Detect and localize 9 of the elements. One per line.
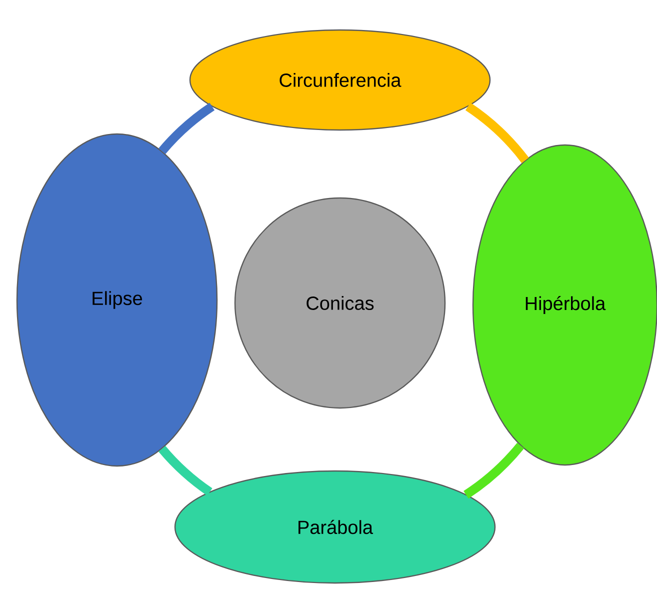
ring-segment bbox=[465, 102, 529, 164]
ring-segment bbox=[464, 442, 524, 499]
ring-segment bbox=[158, 102, 215, 154]
ellipse-node: Parábola bbox=[174, 470, 496, 584]
circle-node: Conicas bbox=[234, 197, 446, 409]
ring-segment bbox=[158, 446, 212, 496]
ellipse-node: Hipérbola bbox=[472, 144, 657, 466]
ellipse-node: Circunferencia bbox=[189, 29, 491, 131]
ellipse-node: Elipse bbox=[16, 133, 218, 467]
